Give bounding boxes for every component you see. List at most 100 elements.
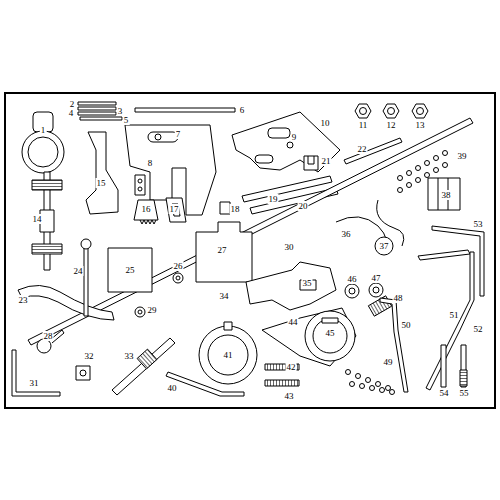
washer	[346, 370, 351, 375]
square-plate	[108, 248, 152, 292]
callout-number: 43	[284, 391, 295, 401]
ring-handle	[37, 330, 64, 353]
sprocket	[199, 322, 257, 384]
callout-number: 36	[341, 229, 352, 239]
callout-number: 42	[286, 362, 297, 372]
angle-bracket	[12, 350, 60, 396]
pins	[78, 102, 122, 120]
callout-number: 27	[217, 245, 228, 255]
washer	[370, 386, 375, 391]
washer	[407, 183, 412, 188]
washer	[173, 273, 183, 283]
callout-number: 30	[284, 242, 295, 252]
callout-number: 12	[386, 120, 397, 130]
nuts	[355, 104, 428, 118]
callout-number: 1	[40, 125, 47, 135]
callout-number: 31	[29, 378, 40, 388]
washers	[345, 283, 383, 298]
callout-number: 37	[379, 241, 390, 251]
callout-number: 38	[441, 190, 452, 200]
washer	[398, 176, 403, 181]
callout-number: 17	[169, 204, 180, 214]
washer	[434, 168, 439, 173]
callout-number: 20	[298, 201, 309, 211]
square-nut	[76, 366, 90, 380]
rod	[418, 250, 470, 260]
washer	[366, 378, 371, 383]
callout-number: 46	[347, 274, 358, 284]
u-clip	[304, 156, 318, 170]
plate	[246, 262, 336, 310]
callout-number: 11	[358, 120, 369, 130]
bar	[135, 108, 235, 112]
callout-number: 10	[320, 118, 331, 128]
washer	[434, 156, 439, 161]
pins	[441, 345, 467, 387]
callout-number: 55	[459, 388, 470, 398]
callout-number: 52	[473, 324, 484, 334]
callout-number: 53	[473, 219, 484, 229]
washer	[416, 178, 421, 183]
flywheel-tool	[262, 308, 356, 366]
washer	[443, 163, 448, 168]
bent-rod	[380, 298, 408, 392]
callout-number: 13	[415, 120, 426, 130]
callout-number: 49	[383, 357, 394, 367]
callout-number: 14	[32, 214, 43, 224]
callout-number: 50	[401, 320, 412, 330]
washers	[398, 151, 448, 193]
callout-number: 9	[291, 132, 298, 142]
washer	[425, 173, 430, 178]
washer	[416, 166, 421, 171]
callout-number: 22	[357, 144, 368, 154]
washer	[398, 188, 403, 193]
washer	[135, 307, 145, 317]
callout-number: 5	[123, 115, 130, 125]
callout-number: 28	[43, 331, 54, 341]
setting-plate	[232, 112, 340, 172]
callout-number: 24	[73, 266, 84, 276]
callout-number: 44	[288, 317, 299, 327]
toothed-clip	[134, 200, 158, 224]
callout-number: 4	[68, 108, 75, 118]
callout-number: 51	[449, 310, 460, 320]
callout-number: 32	[84, 351, 95, 361]
callout-number: 15	[96, 178, 107, 188]
ring-tool	[22, 112, 64, 173]
block-tool	[428, 178, 460, 210]
callout-number: 21	[321, 156, 332, 166]
t-block	[196, 222, 252, 282]
washer	[356, 374, 361, 379]
washers	[346, 370, 395, 395]
washer	[360, 384, 365, 389]
callout-number: 54	[439, 388, 450, 398]
clip	[166, 198, 186, 222]
callout-number: 40	[167, 383, 178, 393]
washer	[390, 390, 395, 395]
callout-number: 23	[18, 295, 29, 305]
callout-number: 34	[219, 291, 230, 301]
callout-number: 39	[457, 151, 468, 161]
callout-number: 41	[223, 350, 234, 360]
washer	[350, 382, 355, 387]
callout-number: 7	[175, 129, 182, 139]
callout-number: 47	[371, 273, 382, 283]
washer	[407, 171, 412, 176]
washer	[380, 388, 385, 393]
long-bent-rod	[426, 252, 474, 390]
callout-number: 26	[173, 261, 184, 271]
callout-number: 25	[125, 265, 136, 275]
hook	[336, 200, 404, 255]
washer	[376, 382, 381, 387]
callout-number: 18	[230, 204, 241, 214]
block	[220, 202, 230, 214]
callout-number: 45	[325, 328, 336, 338]
frame	[5, 93, 495, 408]
callout-number: 29	[147, 305, 158, 315]
callout-number: 33	[124, 351, 135, 361]
adjustable-tool	[32, 172, 62, 270]
callout-number: 35	[302, 278, 313, 288]
